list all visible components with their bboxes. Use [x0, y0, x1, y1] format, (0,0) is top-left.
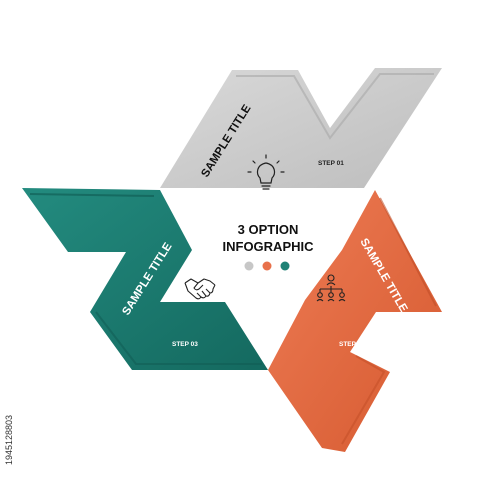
legend-dot-teal: [280, 261, 290, 271]
center-title-line1: 3 OPTION: [238, 222, 299, 237]
legend-dot-gray: [244, 261, 254, 271]
segment-step-01: SAMPLE TITLE STEP 01: [160, 68, 442, 190]
segment-step-02: SAMPLE TITLE STEP 02: [268, 190, 442, 452]
segment-step-02-shape: [268, 190, 442, 452]
org-chart-icon: [316, 274, 346, 302]
stock-id-watermark: 1945128803: [4, 415, 14, 465]
center-block: 3 OPTION INFOGRAPHIC: [223, 222, 315, 271]
segment-step-03: SAMPLE TITLE STEP 03: [22, 188, 268, 370]
handshake-icon: [184, 278, 216, 300]
legend-dot-orange: [262, 261, 272, 271]
lightbulb-icon: [247, 154, 285, 190]
center-title-line2: INFOGRAPHIC: [223, 239, 315, 254]
segment-step-03-shape: [22, 188, 268, 370]
segment-step-03-step-label: STEP 03: [172, 341, 198, 348]
segment-step-01-shape: [160, 68, 442, 188]
segment-step-02-step-label: STEP 02: [339, 341, 365, 348]
segment-step-01-step-label: STEP 01: [318, 160, 344, 167]
